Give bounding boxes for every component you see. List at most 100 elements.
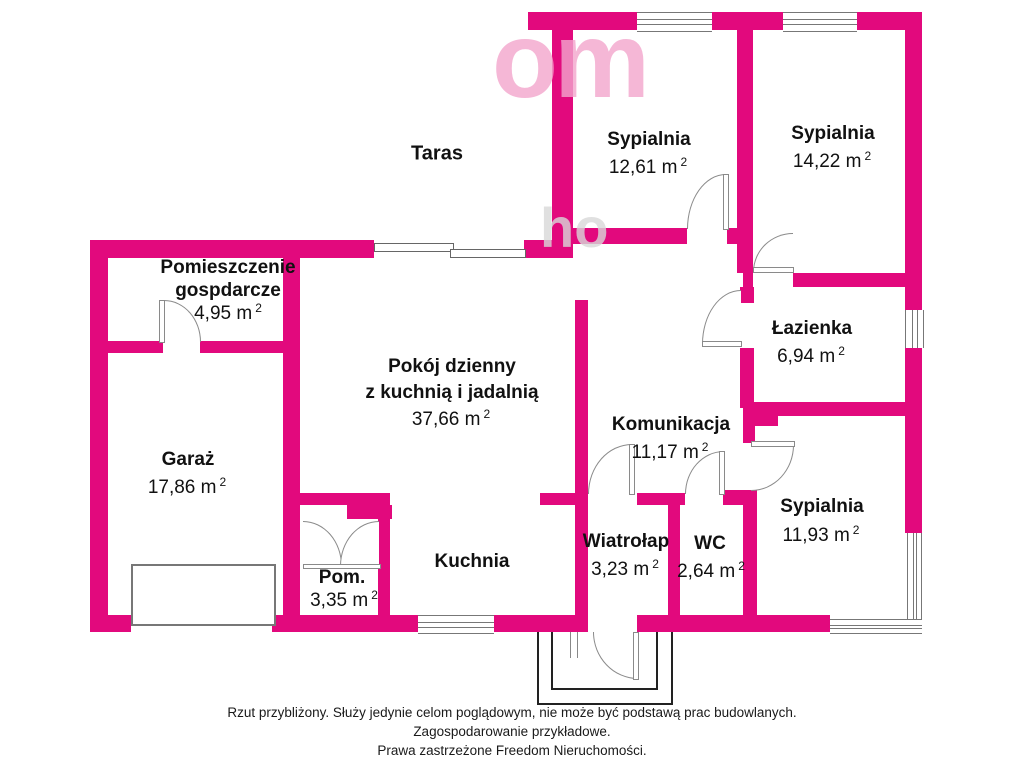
disclaimer-line3: Prawa zastrzeżone Freedom Nieruchomości.	[377, 743, 647, 758]
wall-segment	[575, 300, 588, 632]
wall-segment	[540, 493, 575, 505]
wall-segment	[637, 615, 830, 632]
room-label-utility-line2: gospdarcze	[175, 280, 281, 302]
room-name: Łazienka	[771, 318, 853, 339]
door-sill	[303, 564, 381, 569]
room-name: WC	[694, 533, 726, 554]
watermark-text: om	[492, 0, 650, 120]
wall-segment	[748, 416, 778, 426]
room-name: Pom.	[318, 567, 366, 588]
room-label-bedroom1: Sypialnia	[607, 129, 690, 151]
wall-segment	[90, 341, 163, 353]
window	[637, 12, 712, 32]
door-leaf	[723, 174, 729, 230]
room-label-storage: Pom.	[319, 567, 365, 589]
room-label-utility: Pomieszczenie	[160, 257, 295, 279]
door-leaf	[633, 632, 639, 680]
wall-segment	[743, 490, 757, 615]
room-label-bedroom3: Sypialnia	[780, 496, 863, 518]
corner-window	[907, 533, 922, 632]
door-leaf	[753, 267, 794, 273]
wall-segment	[378, 517, 390, 615]
wall-segment	[90, 240, 374, 258]
door-arc	[751, 445, 794, 491]
door-arc	[687, 174, 726, 229]
room-name: Kuchnia	[434, 551, 510, 572]
room-label-wc: WC	[694, 533, 726, 555]
wall-segment	[743, 273, 753, 287]
room-label-living-line2: z kuchnią i jadalnią	[365, 382, 538, 404]
room-name: z kuchnią i jadalnią	[365, 382, 539, 403]
room-label-kitchen: Kuchnia	[435, 551, 510, 573]
sliding-door	[374, 243, 454, 252]
wall-segment	[740, 287, 754, 303]
window	[418, 615, 494, 634]
room-label-living: Pokój dzienny	[388, 356, 516, 378]
door-leaf	[702, 341, 742, 347]
room-label-bedroom2: Sypialnia	[791, 123, 874, 145]
wall-segment	[347, 505, 392, 519]
window	[905, 310, 924, 348]
door-leaf	[719, 451, 725, 495]
room-name: Garaż	[161, 449, 215, 470]
door-arc	[702, 290, 741, 344]
door-leaf	[751, 441, 795, 447]
wall-segment	[552, 228, 687, 244]
wall-segment	[748, 402, 907, 416]
room-label-terrace: Taras	[411, 143, 463, 166]
facade-line	[570, 632, 578, 658]
wall-segment	[272, 615, 418, 632]
room-name: Sypialnia	[791, 123, 875, 144]
wall-segment	[727, 228, 753, 244]
room-label-garage: Garaż	[162, 449, 215, 471]
room-name: Wiatrołap	[582, 531, 670, 552]
door-arc	[588, 444, 632, 494]
disclaimer: Rzut przybliżony. Służy jedynie celom po…	[0, 703, 1024, 760]
door-leaf	[629, 444, 635, 495]
room-name: Pokój dzienny	[388, 356, 516, 377]
door-arc	[340, 521, 379, 566]
wall-segment	[737, 30, 753, 273]
room-label-bathroom: Łazienka	[772, 318, 852, 340]
wall-segment	[743, 408, 755, 443]
watermark-text: ho	[540, 196, 609, 259]
wall-segment	[637, 493, 685, 505]
room-label-hall: Komunikacja	[612, 414, 730, 436]
wall-segment	[283, 258, 300, 632]
wall-segment	[793, 273, 907, 287]
wall-segment	[90, 615, 131, 632]
disclaimer-line2: Zagospodarowanie przykładowe.	[413, 724, 611, 739]
room-name: Taras	[411, 142, 463, 165]
wall-segment	[552, 30, 573, 245]
sliding-door	[450, 249, 526, 258]
wall-segment	[740, 348, 754, 408]
wall-segment	[528, 12, 637, 30]
wall-segment	[905, 348, 922, 533]
room-name: Sypialnia	[607, 129, 691, 150]
room-name: Sypialnia	[780, 496, 864, 517]
window	[783, 12, 857, 32]
wall-segment	[300, 493, 390, 505]
wall-segment	[712, 12, 783, 30]
door-arc	[303, 521, 342, 566]
room-name: Pomieszczenie	[160, 257, 296, 278]
room-label-vestibule: Wiatrołap	[583, 531, 669, 553]
wall-segment	[668, 505, 680, 615]
garage-door	[131, 564, 276, 626]
room-name: Komunikacja	[611, 414, 731, 435]
wall-segment	[200, 341, 283, 353]
door-leaf	[159, 300, 165, 343]
disclaimer-line1: Rzut przybliżony. Służy jedynie celom po…	[227, 705, 797, 720]
wall-segment	[905, 12, 922, 310]
wall-segment	[494, 615, 587, 632]
